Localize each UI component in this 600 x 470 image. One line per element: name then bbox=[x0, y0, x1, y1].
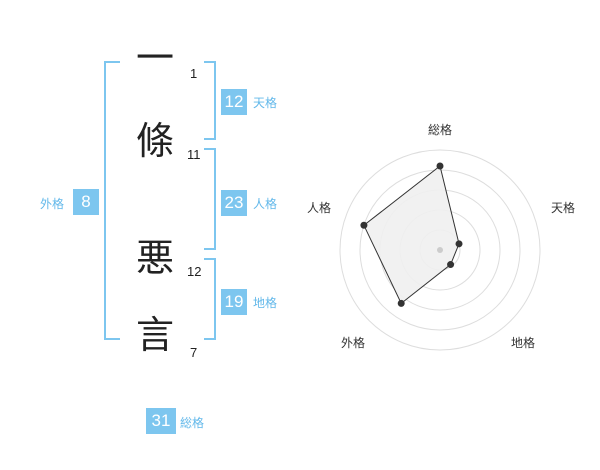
stroke-count-3: 12 bbox=[187, 264, 202, 279]
radar-value-polygon bbox=[363, 165, 460, 305]
chikaku-bracket bbox=[204, 258, 216, 340]
radar-point-4 bbox=[397, 299, 405, 307]
jinkaku-value-badge: 23 bbox=[221, 190, 247, 216]
jinkaku-label: 人格 bbox=[253, 197, 278, 211]
stroke-count-4: 7 bbox=[190, 345, 198, 360]
tenkaku-value-badge: 12 bbox=[221, 89, 247, 115]
stroke-count-1: 1 bbox=[190, 66, 198, 81]
stroke-count-2: 11 bbox=[187, 147, 201, 162]
radar-axis-label-tenkaku: 天格 bbox=[551, 200, 575, 215]
radar-ring bbox=[339, 149, 541, 351]
chikaku-label: 地格 bbox=[253, 296, 278, 310]
radar-axis-label-chikaku: 地格 bbox=[511, 335, 535, 350]
radar-point-1 bbox=[436, 162, 444, 170]
radar-point-5 bbox=[360, 221, 368, 229]
jinkaku-bracket bbox=[204, 148, 216, 250]
radar-axis-labels: 総格 天格 地格 外格 人格 bbox=[307, 122, 575, 350]
radar-plot bbox=[360, 162, 463, 307]
radar-center-dot bbox=[437, 247, 443, 253]
radar-axis-label-gaikaku: 外格 bbox=[341, 335, 365, 350]
gaikaku-bracket bbox=[104, 61, 120, 340]
radar-point-3 bbox=[447, 261, 455, 269]
name-char-2: 條 bbox=[135, 119, 174, 163]
soukaku-label: 総格 bbox=[180, 416, 205, 430]
name-char-3: 悪 bbox=[135, 236, 174, 280]
tenkaku-bracket bbox=[204, 61, 216, 140]
radar-axis-label-soukaku: 総格 bbox=[428, 122, 452, 137]
radar-axis-label-jinkaku: 人格 bbox=[307, 200, 331, 215]
gaikaku-label: 外格 bbox=[40, 197, 65, 211]
name-char-1: 一 bbox=[135, 36, 174, 80]
gaikaku-value-badge: 8 bbox=[73, 189, 99, 215]
tenkaku-label: 天格 bbox=[253, 96, 278, 110]
soukaku-value-badge: 31 bbox=[146, 408, 176, 434]
chikaku-value-badge: 19 bbox=[221, 289, 247, 315]
name-char-4: 言 bbox=[135, 313, 174, 357]
radar-point-2 bbox=[455, 240, 463, 248]
